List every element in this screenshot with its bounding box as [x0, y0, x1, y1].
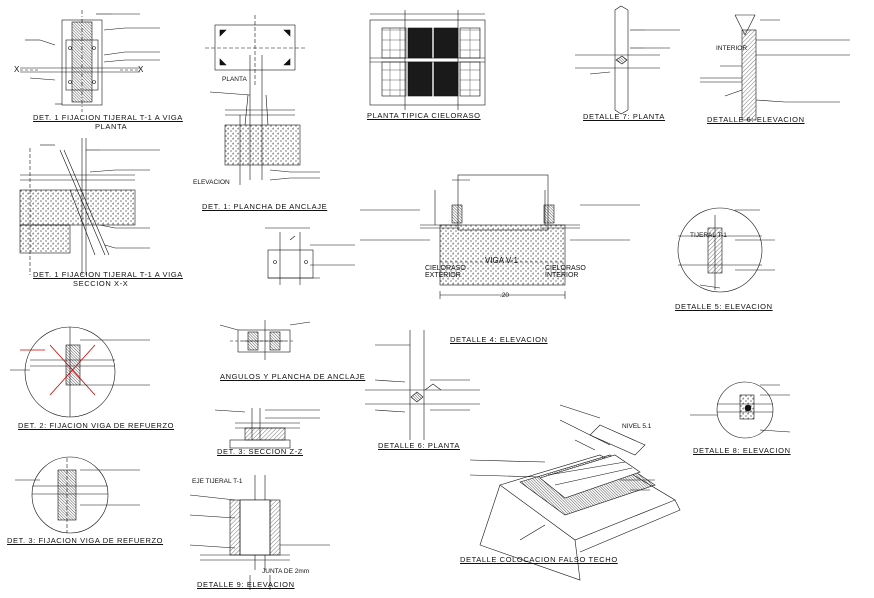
label-elevacion: ELEVACION	[193, 179, 230, 186]
detalle4-drawing	[360, 174, 640, 299]
planta-tipica-drawing	[369, 10, 486, 110]
det3-section-drawing	[214, 408, 320, 449]
det1-plan-drawing	[20, 10, 160, 112]
detalle7-drawing	[575, 5, 680, 115]
title-det4: DETALLE 4: ELEVACION	[450, 335, 548, 344]
det1-section-drawing	[19, 138, 160, 275]
detalle5-drawing	[677, 207, 775, 293]
title-angulos: ANGULOS Y PLANCHA DE ANCLAJE	[220, 372, 366, 381]
label-cielo-ext: CIELORASO EXTERIOR	[425, 265, 466, 279]
section-mark-x-right: X	[138, 65, 144, 74]
detalle9-drawing	[189, 475, 330, 590]
angle-detail-drawing	[265, 227, 355, 285]
section-mark-x-left: X	[14, 65, 20, 74]
label-cielo-int: CIELORASO INTERIOR	[545, 265, 586, 279]
label-junta: JUNTA DE 2mm	[262, 568, 310, 575]
label-interior: INTERIOR	[716, 45, 748, 52]
label-viga-v1: VIGA V-1	[485, 256, 518, 265]
title-det5: DETALLE 5: ELEVACION	[675, 302, 773, 311]
angulos-drawing	[219, 320, 311, 360]
title-det1-plan: DET. 1 FIJACION TIJERAL T-1 A VIGA	[33, 113, 183, 122]
detalle6-planta-drawing	[365, 330, 480, 440]
det3-drawing	[15, 456, 140, 534]
det1-anchor-plate-drawing	[205, 15, 320, 185]
title-det1-sec: DET. 1 FIJACION TIJERAL T-1 A VIGA	[33, 270, 183, 279]
title-planta-tipica: PLANTA TIPICA CIELORASO	[367, 111, 481, 120]
label-eje-tijeral: EJE TIJERAL T-1	[192, 478, 243, 485]
title-det6-planta: DETALLE 6: PLANTA	[378, 441, 461, 450]
title-det3: DET. 3: FIJACION VIGA DE REFUERZO	[7, 536, 164, 545]
label-nivel: NIVEL 5.1	[622, 423, 652, 430]
title-det2: DET. 2: FIJACION VIGA DE REFUERZO	[18, 421, 175, 430]
title-det6-elev: DETALLE 6: ELEVACION	[707, 115, 805, 124]
title-det7: DETALLE 7: PLANTA	[583, 112, 666, 121]
title-det1-sec-sub: SECCION X-X	[73, 279, 129, 288]
label-tijeral-t1: TIJERAL T-1	[690, 232, 727, 239]
label-dim-20: .20	[500, 292, 510, 299]
title-det3-sec: DET. 3: SECCION Z-Z	[217, 447, 303, 456]
title-det9: DETALLE 9: ELEVACION	[197, 580, 295, 589]
title-falso-techo: DETALLE COLOCACION FALSO TECHO	[460, 555, 618, 564]
detalle6-elev-drawing	[700, 14, 850, 121]
title-det8: DETALLE 8: ELEVACION	[693, 446, 791, 455]
falso-techo-drawing	[469, 404, 681, 581]
det2-drawing	[10, 326, 150, 418]
detalle8-drawing	[690, 381, 791, 439]
title-det1-plan-sub: PLANTA	[95, 122, 128, 131]
title-det1-anclaje: DET. 1: PLANCHA DE ANCLAJE	[202, 202, 328, 211]
label-planta: PLANTA	[222, 76, 247, 83]
